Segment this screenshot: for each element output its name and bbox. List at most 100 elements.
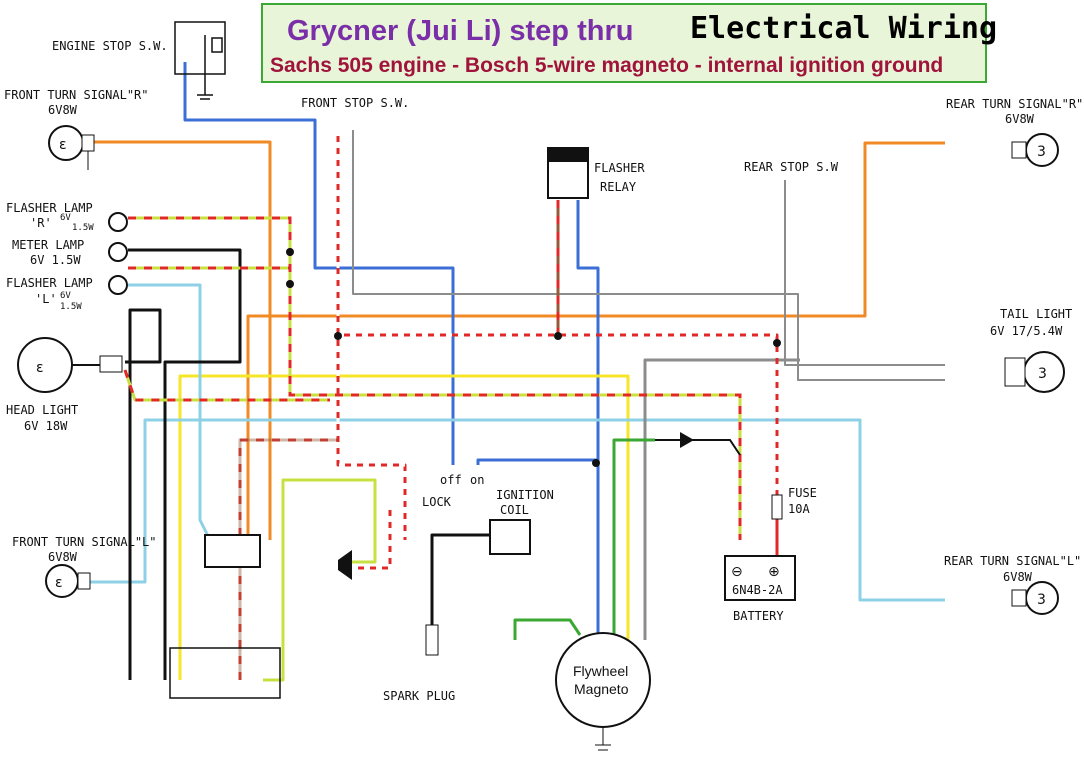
label-front-turn-r-spec: 6V8W <box>48 103 78 117</box>
label-front-turn-l-spec: 6V8W <box>48 550 78 564</box>
junction-3 <box>334 332 342 340</box>
fuse <box>771 494 783 520</box>
wire-red-front-stop <box>336 130 407 540</box>
title-main: Grycner (Jui Li) step thru <box>287 15 633 47</box>
label-off: off <box>440 473 462 487</box>
title-sub: Sachs 505 engine - Bosch 5-wire magneto … <box>270 54 943 77</box>
label-flasher-lamp-l-1: FLASHER LAMP <box>6 276 93 290</box>
label-front-turn-r: FRONT TURN SIGNAL"R" <box>4 88 149 102</box>
label-rear-turn-r: REAR TURN SIGNAL"R" <box>946 97 1083 111</box>
wire-gray-tail <box>784 180 945 366</box>
junction-5 <box>592 459 600 467</box>
wire-gray-rear-stop <box>352 130 945 381</box>
rear-turn-l-glyph: 3 <box>1037 592 1046 608</box>
rear-turn-signal-r: 3 <box>1011 133 1059 167</box>
tail-light-glyph: 3 <box>1038 366 1047 382</box>
label-flasher-relay-2: RELAY <box>600 180 637 194</box>
dash-red-horn <box>352 510 392 570</box>
wire-brown-switch <box>238 438 338 680</box>
wire-red-horn <box>352 510 392 570</box>
wire-lightblue-flasher-l <box>128 283 212 541</box>
magneto-label-1: Flywheel <box>573 663 628 679</box>
label-tail-light-1: TAIL LIGHT <box>1000 307 1072 321</box>
tail-light-socket <box>1004 357 1026 387</box>
dash-brown-wire <box>238 438 338 680</box>
wire-lightblue-front-l <box>90 418 945 602</box>
label-tail-light-2: 6V 17/5.4W <box>990 324 1063 338</box>
wire-green-magneto <box>612 438 655 640</box>
wire-dash-overlay <box>336 130 779 570</box>
head-light: ε <box>17 337 123 393</box>
wire-dash-red-overlay <box>123 200 742 680</box>
engine-stop-switch[interactable] <box>174 21 226 100</box>
junction-6 <box>773 339 781 347</box>
title-right: Electrical Wiring <box>690 11 997 46</box>
label-flasher-lamp-l-spec2: 1.5W <box>60 302 82 312</box>
wire-greenred-flasher-r <box>128 216 742 540</box>
junctions <box>286 248 781 467</box>
label-meter-lamp-2: 6V 1.5W <box>30 253 81 267</box>
dash-red-main <box>338 333 779 540</box>
main-switch-block <box>204 534 261 568</box>
front-turn-r-glyph: ε <box>59 137 67 153</box>
engine-stop-box <box>174 21 226 75</box>
front-turn-signal-r: ε <box>48 125 95 170</box>
title-block: Grycner (Jui Li) step thru Electrical Wi… <box>261 3 997 83</box>
flywheel-magneto: Flywheel Magneto <box>555 632 651 751</box>
label-fuse-1: FUSE <box>788 486 817 500</box>
front-turn-l-socket <box>77 572 91 590</box>
label-head-light-2: 6V 18W <box>24 419 68 433</box>
horn <box>338 550 352 580</box>
junction-1 <box>286 248 294 256</box>
label-rear-turn-l-spec: 6V8W <box>1003 570 1033 584</box>
label-rear-turn-l: REAR TURN SIGNAL"L" <box>944 554 1081 568</box>
diode <box>680 432 694 448</box>
label-fuse-2: 10A <box>788 502 810 516</box>
label-ignition-coil-1: IGNITION <box>496 488 554 502</box>
junction-2 <box>286 280 294 288</box>
label-flasher-lamp-l-2: 'L' <box>35 292 57 306</box>
rear-turn-r-glyph: 3 <box>1037 144 1046 160</box>
front-turn-signal-l: ε <box>45 564 91 598</box>
flasher-relay <box>547 147 589 199</box>
label-flasher-lamp-l-spec1: 6V <box>60 291 71 301</box>
battery: ⊖ ⊕ <box>724 555 796 601</box>
wire-gray-magneto <box>643 358 800 640</box>
wire-diode <box>655 439 741 456</box>
label-flasher-lamp-r-spec2: 1.5W <box>72 223 94 233</box>
dash-greenred-flasher-r <box>128 216 742 540</box>
dash-greenred-head <box>123 369 330 402</box>
battery-minus: ⊖ <box>731 564 743 580</box>
labels: ENGINE STOP S.W. FRONT TURN SIGNAL"R" 6V… <box>4 39 1083 703</box>
head-light-socket <box>99 355 123 373</box>
junction-4 <box>554 332 562 340</box>
wire-green-ground <box>513 618 582 640</box>
head-light-glyph: ε <box>36 360 44 376</box>
wire-orange-rear-r <box>246 141 945 540</box>
wire-yellow <box>178 374 630 680</box>
label-battery-model: 6N4B-2A <box>732 583 783 597</box>
wire-group <box>90 62 945 682</box>
flasher-lamp-l-bulb <box>108 275 128 295</box>
wire-blue-relay <box>576 200 600 640</box>
rear-turn-l-socket <box>1011 589 1027 607</box>
wire-blue-coil <box>476 458 598 465</box>
label-rear-stop: REAR STOP S.W <box>744 160 839 174</box>
wire-black-spark <box>430 533 490 625</box>
battery-plus: ⊕ <box>768 564 780 580</box>
wire-blue-engine-stop <box>183 62 455 465</box>
meter-lamp-bulb <box>108 242 128 262</box>
wire-black-headlight <box>125 308 162 680</box>
ignition-coil <box>489 519 531 555</box>
label-spark-plug: SPARK PLUG <box>383 689 455 703</box>
flasher-relay-cap <box>548 148 588 162</box>
label-head-light-1: HEAD LIGHT <box>6 403 78 417</box>
title-box <box>261 3 987 83</box>
rear-turn-r-socket <box>1011 141 1027 159</box>
dash-lamps <box>108 212 128 295</box>
label-flasher-lamp-r-1: FLASHER LAMP <box>6 201 93 215</box>
label-meter-lamp-1: METER LAMP <box>12 238 84 252</box>
label-rear-turn-r-spec: 6V8W <box>1005 112 1035 126</box>
